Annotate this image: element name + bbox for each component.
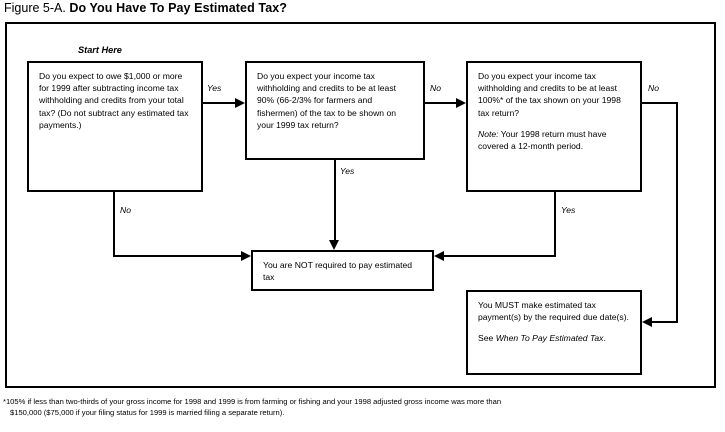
outcome-box-not-required: You are NOT required to pay estimated ta… <box>251 250 434 291</box>
connector-100-no-vline <box>676 102 678 323</box>
footnote-line-1: *105% if less than two-thirds of your gr… <box>3 397 502 406</box>
page-title: Figure 5-A. Do You Have To Pay Estimated… <box>4 1 287 16</box>
edge-label-90-yes: Yes <box>340 166 355 176</box>
see-suffix: . <box>603 333 606 344</box>
note-label: Note: <box>478 128 499 139</box>
edge-label-100-no: No <box>648 83 659 93</box>
decision-box-100-percent: Do you expect your income tax withholdin… <box>466 61 642 192</box>
connector-owe-yes-arrowhead <box>235 98 245 108</box>
edge-label-owe-yes: Yes <box>207 83 222 93</box>
outcome-box-must-pay: You MUST make estimated tax payment(s) b… <box>466 290 642 375</box>
decision-box-100-percent-note: Note: Your 1998 return must have covered… <box>478 128 632 152</box>
footnote: *105% if less than two-thirds of your gr… <box>3 396 719 418</box>
decision-box-90-percent-text: Do you expect your income tax withholdin… <box>257 71 397 130</box>
connector-90-no-line <box>425 102 457 104</box>
connector-owe-no-vline <box>113 192 115 257</box>
see-prefix: See <box>478 333 496 344</box>
see-reference-title: When To Pay Estimated Tax <box>495 333 604 344</box>
connector-100-yes-arrowhead <box>434 251 444 261</box>
connector-90-no-arrowhead <box>456 98 466 108</box>
connector-100-no-hline-top <box>642 102 678 104</box>
outcome-box-not-required-text: You are NOT required to pay estimated ta… <box>263 260 413 283</box>
connector-owe-no-arrowhead <box>241 251 251 261</box>
start-here-label: Start Here <box>78 45 122 55</box>
connector-90-yes-arrowhead <box>329 240 339 250</box>
connector-100-no-hline-bottom <box>652 321 678 323</box>
connector-90-yes-vline <box>334 160 336 243</box>
decision-box-100-percent-text: Do you expect your income tax withholdin… <box>478 71 621 118</box>
figure-title: Do You Have To Pay Estimated Tax? <box>69 1 288 15</box>
decision-box-owe-1000-text: Do you expect to owe $1,000 or more for … <box>39 71 189 130</box>
connector-owe-yes-line <box>203 102 236 104</box>
connector-owe-no-hline <box>113 255 243 257</box>
decision-box-90-percent: Do you expect your income tax withholdin… <box>245 61 425 160</box>
figure-label: Figure 5-A. <box>4 1 66 15</box>
connector-100-yes-hline <box>444 255 556 257</box>
edge-label-owe-no: No <box>120 205 131 215</box>
outcome-box-must-pay-reference: See When To Pay Estimated Tax. <box>478 332 632 344</box>
outcome-box-must-pay-text: You MUST make estimated tax payment(s) b… <box>478 300 629 323</box>
edge-label-100-yes: Yes <box>561 205 576 215</box>
edge-label-90-no: No <box>430 83 441 93</box>
decision-box-owe-1000: Do you expect to owe $1,000 or more for … <box>27 61 203 192</box>
note-text: Your 1998 return must have covered a 12-… <box>478 128 607 152</box>
connector-100-yes-vline <box>554 192 556 257</box>
connector-100-no-arrowhead <box>642 317 652 327</box>
footnote-line-2: $150,000 ($75,000 if your filing status … <box>10 408 285 417</box>
